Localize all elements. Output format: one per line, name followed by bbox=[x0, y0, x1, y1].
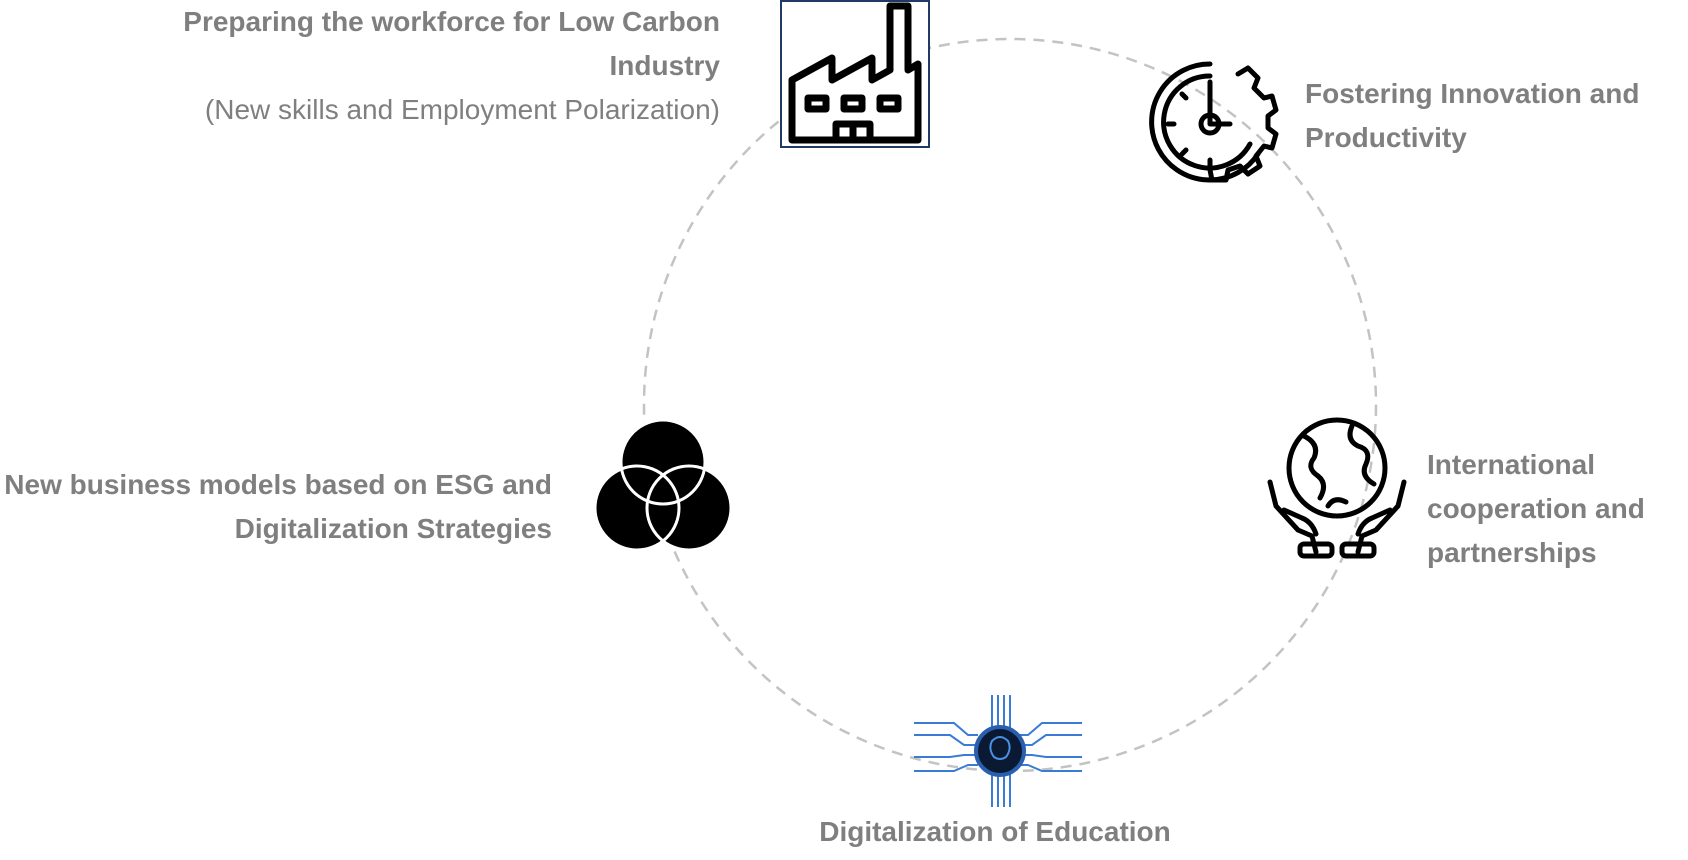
circuit-brain-icon bbox=[914, 695, 1082, 807]
node-workforce-label: Preparing the workforce for Low Carbon I… bbox=[160, 0, 720, 132]
node-education-label: Digitalization of Education bbox=[735, 810, 1255, 854]
node-business-title: New business models based on ESG and Dig… bbox=[4, 469, 552, 544]
node-innovation-label: Fostering Innovation and Productivity bbox=[1305, 72, 1685, 160]
node-cooperation-label: International cooperation and partnershi… bbox=[1427, 443, 1687, 575]
venn-circles-icon bbox=[593, 418, 733, 552]
node-workforce-subtitle: (New skills and Employment Polarization) bbox=[204, 94, 720, 125]
node-innovation-title: Fostering Innovation and Productivity bbox=[1305, 78, 1640, 153]
clock-gear-icon bbox=[1140, 58, 1280, 186]
factory-icon bbox=[780, 0, 930, 148]
node-cooperation-title: International cooperation and partnershi… bbox=[1427, 449, 1645, 568]
globe-hands-icon bbox=[1262, 410, 1412, 560]
node-workforce-title: Preparing the workforce for Low Carbon I… bbox=[183, 6, 720, 81]
node-education-title: Digitalization of Education bbox=[819, 816, 1171, 847]
node-business-label: New business models based on ESG and Dig… bbox=[0, 463, 552, 551]
